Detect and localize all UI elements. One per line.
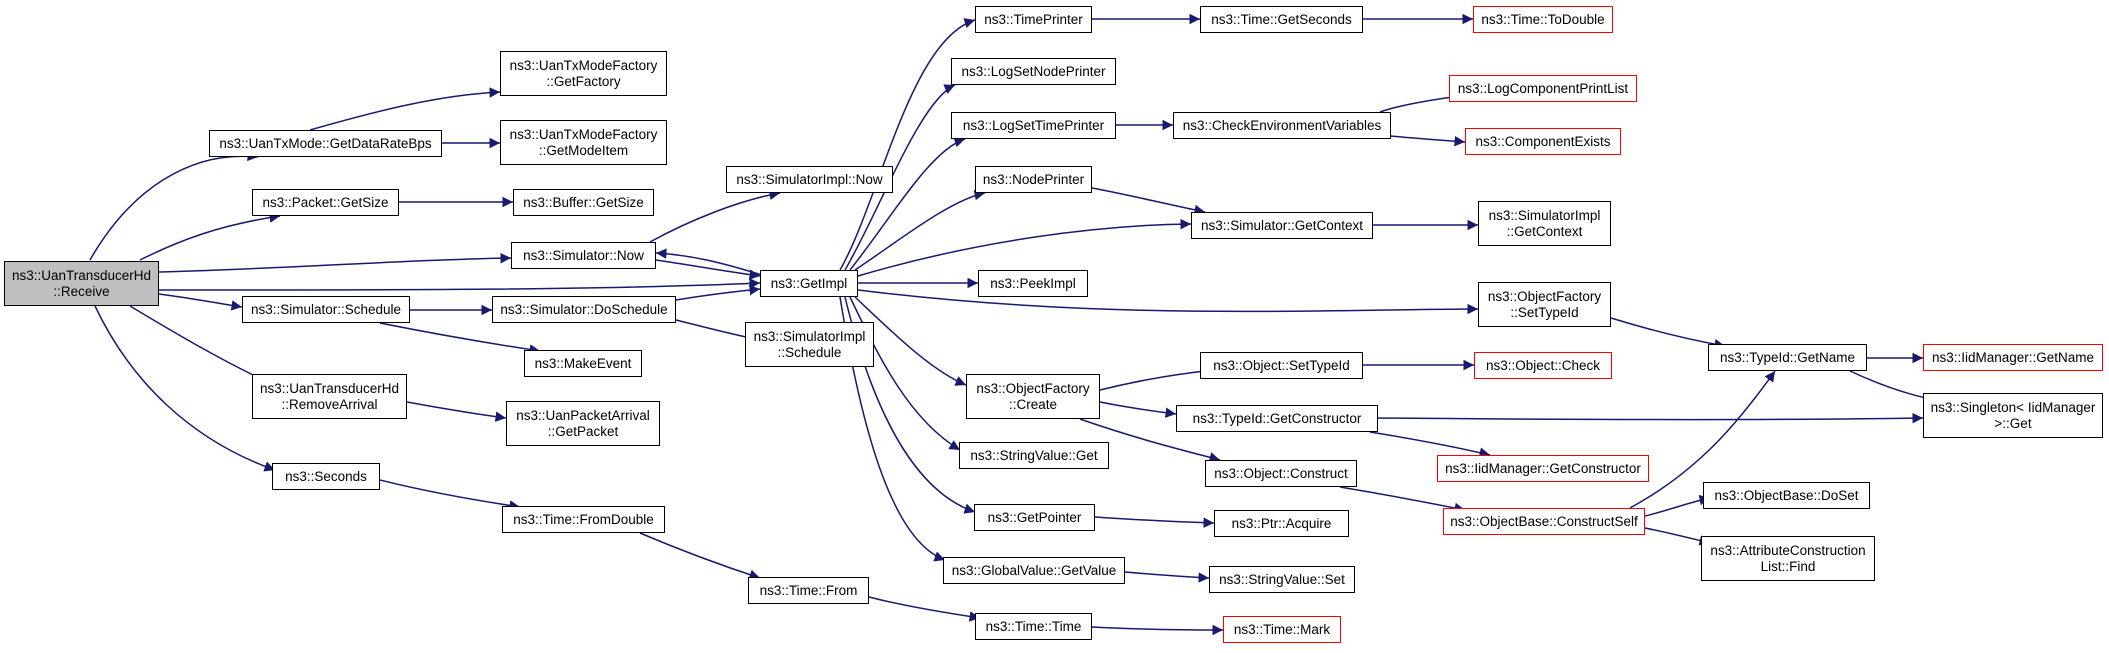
node-uantransducerhd-removearrival[interactable]: ns3::UanTransducerHd::RemoveArrival bbox=[252, 374, 407, 419]
node-time-todouble[interactable]: ns3::Time::ToDouble bbox=[1473, 6, 1613, 33]
node-stringvalue-set[interactable]: ns3::StringValue::Set bbox=[1209, 566, 1355, 593]
node-peekimpl[interactable]: ns3::PeekImpl bbox=[978, 270, 1088, 297]
node-getimpl[interactable]: ns3::GetImpl bbox=[760, 270, 858, 297]
edge-receive-getimpl bbox=[158, 278, 761, 291]
node-getpointer[interactable]: ns3::GetPointer bbox=[974, 504, 1095, 531]
edge-simulator-schedule-makeevent bbox=[379, 322, 541, 355]
edge-objfactory-create-object-settypeid bbox=[1099, 365, 1216, 391]
node-objectbase-constructself[interactable]: ns3::ObjectBase::ConstructSelf bbox=[1443, 508, 1645, 535]
node-simulatorimpl-schedule[interactable]: ns3::SimulatorImpl::Schedule bbox=[745, 322, 874, 367]
node-packet-getsize[interactable]: ns3::Packet::GetSize bbox=[252, 189, 399, 216]
edge-constructself-typeid-getname bbox=[1629, 370, 1776, 509]
node-logsetnodeprinter[interactable]: ns3::LogSetNodePrinter bbox=[951, 58, 1116, 85]
edge-simulator-now-simimpl-now bbox=[649, 189, 781, 243]
edge-fromdouble-time-from bbox=[639, 532, 761, 580]
node-object-settypeid[interactable]: ns3::Object::SetTypeId bbox=[1200, 352, 1363, 379]
node-singleton-iidmanager-get[interactable]: ns3::Singleton< IidManager >::Get bbox=[1923, 393, 2103, 438]
node-logcomponentprintlist[interactable]: ns3::LogComponentPrintList bbox=[1449, 75, 1637, 102]
edge-getpointer-ptr-acquire bbox=[1094, 516, 1215, 528]
node-simulatorimpl-getcontext[interactable]: ns3::SimulatorImpl::GetContext bbox=[1478, 201, 1611, 246]
node-checkenvironmentvariables[interactable]: ns3::CheckEnvironmentVariables bbox=[1173, 112, 1391, 139]
node-time-time[interactable]: ns3::Time::Time bbox=[975, 613, 1092, 640]
node-timeprinter[interactable]: ns3::TimePrinter bbox=[975, 6, 1092, 33]
edge-receive-simulator-schedule bbox=[158, 293, 243, 311]
edge-getimpl-simulator-getcontext bbox=[857, 218, 1192, 277]
edge-getimpl-stringvalue-get bbox=[849, 296, 961, 451]
edge-getimpl-logsettimeprinter bbox=[849, 137, 966, 271]
node-objectbase-doset[interactable]: ns3::ObjectBase::DoSet bbox=[1703, 482, 1870, 509]
edge-checkenv-logcomponentprintlist bbox=[1379, 92, 1461, 113]
node-objectfactory-settypeid[interactable]: ns3::ObjectFactory::SetTypeId bbox=[1478, 282, 1611, 327]
edge-seconds-fromdouble bbox=[379, 479, 521, 511]
edge-typeid-getconstructor-iidmanager-getconstructor bbox=[1369, 431, 1491, 458]
edge-nodeprinter-simulator-getcontext bbox=[1091, 187, 1206, 216]
edge-simulator-now-getimpl bbox=[655, 259, 761, 280]
edge-getimpl-nodeprinter bbox=[854, 189, 986, 271]
node-uantxmodefactory-getfactory[interactable]: ns3::UanTxModeFactory::GetFactory bbox=[500, 51, 667, 96]
edge-getdataratebps-getfactory bbox=[309, 87, 501, 131]
edge-checkenv-componentexists bbox=[1379, 134, 1466, 147]
edge-objfactory-create-typeid-getconstructor bbox=[1099, 401, 1177, 418]
node-uantransducerhd-receive: ns3::UanTransducerHd::Receive bbox=[4, 261, 159, 306]
node-object-construct[interactable]: ns3::Object::Construct bbox=[1205, 460, 1357, 487]
edge-getimpl-timeprinter bbox=[839, 18, 976, 271]
edge-receive-simulator-now bbox=[158, 252, 512, 273]
edge-receive-packet-getsize bbox=[139, 212, 281, 261]
node-typeid-getname[interactable]: ns3::TypeId::GetName bbox=[1708, 344, 1867, 371]
node-simulator-now[interactable]: ns3::Simulator::Now bbox=[511, 242, 656, 269]
edge-object-construct-constructself bbox=[1339, 486, 1466, 514]
node-uantxmodefactory-getmodeitem[interactable]: ns3::UanTxModeFactory::GetModeItem bbox=[500, 120, 667, 165]
node-typeid-getconstructor[interactable]: ns3::TypeId::GetConstructor bbox=[1176, 405, 1378, 432]
node-simulator-getcontext[interactable]: ns3::Simulator::GetContext bbox=[1191, 212, 1373, 239]
node-buffer-getsize[interactable]: ns3::Buffer::GetSize bbox=[513, 189, 654, 216]
node-time-getseconds[interactable]: ns3::Time::GetSeconds bbox=[1200, 6, 1363, 33]
edge-doschedule-getimpl bbox=[675, 284, 761, 301]
edge-removearrival-getpacket bbox=[406, 401, 507, 422]
edge-globalvalue-getvalue-stringvalue-set bbox=[1124, 571, 1210, 583]
node-componentexists[interactable]: ns3::ComponentExists bbox=[1465, 128, 1621, 155]
edge-constructself-doset bbox=[1644, 494, 1711, 517]
node-simulatorimpl-now[interactable]: ns3::SimulatorImpl::Now bbox=[726, 166, 893, 193]
node-objectfactory-create[interactable]: ns3::ObjectFactory::Create bbox=[966, 374, 1100, 419]
node-seconds[interactable]: ns3::Seconds bbox=[272, 463, 380, 490]
node-makeevent[interactable]: ns3::MakeEvent bbox=[524, 350, 642, 377]
node-iidmanager-getname[interactable]: ns3::IidManager::GetName bbox=[1923, 344, 2103, 371]
node-uantxmode-getdataratebps[interactable]: ns3::UanTxMode::GetDataRateBps bbox=[209, 130, 442, 157]
node-ptr-acquire[interactable]: ns3::Ptr::Acquire bbox=[1214, 510, 1349, 537]
node-time-fromdouble[interactable]: ns3::Time::FromDouble bbox=[502, 506, 665, 533]
edge-typeid-getconstructor-singleton-get bbox=[1377, 412, 1924, 424]
edge-getimpl-logsetnodeprinter bbox=[844, 84, 956, 271]
node-iidmanager-getconstructor[interactable]: ns3::IidManager::GetConstructor bbox=[1437, 455, 1649, 482]
node-time-from[interactable]: ns3::Time::From bbox=[748, 577, 869, 604]
node-logsettimeprinter[interactable]: ns3::LogSetTimePrinter bbox=[951, 112, 1116, 139]
node-simulator-doschedule[interactable]: ns3::Simulator::DoSchedule bbox=[492, 296, 676, 323]
node-stringvalue-get[interactable]: ns3::StringValue::Get bbox=[959, 442, 1109, 469]
node-globalvalue-getvalue[interactable]: ns3::GlobalValue::GetValue bbox=[943, 557, 1125, 584]
node-time-mark[interactable]: ns3::Time::Mark bbox=[1223, 616, 1341, 643]
node-object-check[interactable]: ns3::Object::Check bbox=[1474, 352, 1612, 379]
node-simulator-schedule[interactable]: ns3::Simulator::Schedule bbox=[242, 296, 410, 323]
edge-getimpl-objfactory-create bbox=[854, 296, 967, 386]
edge-objfactory-settypeid-typeid-getname bbox=[1610, 317, 1726, 350]
node-uanpacketarrival-getpacket[interactable]: ns3::UanPacketArrival::GetPacket bbox=[506, 401, 660, 446]
edge-time-time-time-mark bbox=[1091, 624, 1224, 636]
node-nodeprinter[interactable]: ns3::NodePrinter bbox=[975, 166, 1092, 193]
edge-getimpl-simulator-now bbox=[655, 248, 763, 276]
edge-getimpl-objfactory-settypeid bbox=[857, 289, 1479, 315]
edge-receive-seconds bbox=[94, 305, 276, 472]
edge-objfactory-create-object-construct bbox=[1079, 418, 1221, 463]
edge-time-from-time-time bbox=[868, 596, 981, 622]
